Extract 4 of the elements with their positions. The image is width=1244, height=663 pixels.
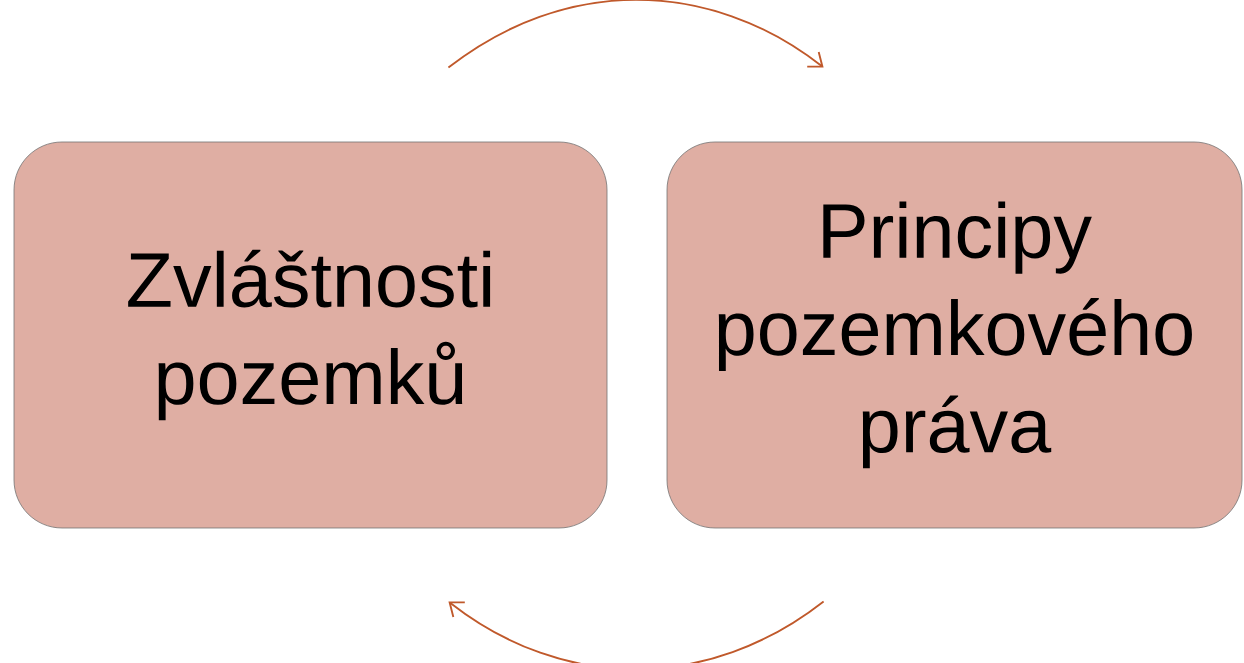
curved-arrow: [447, 0, 824, 69]
curved-arrow: [448, 600, 825, 663]
rounded-box: Zvláštnosti pozemků: [13, 141, 608, 529]
rounded-box: Principy pozemkového práva: [666, 141, 1243, 529]
